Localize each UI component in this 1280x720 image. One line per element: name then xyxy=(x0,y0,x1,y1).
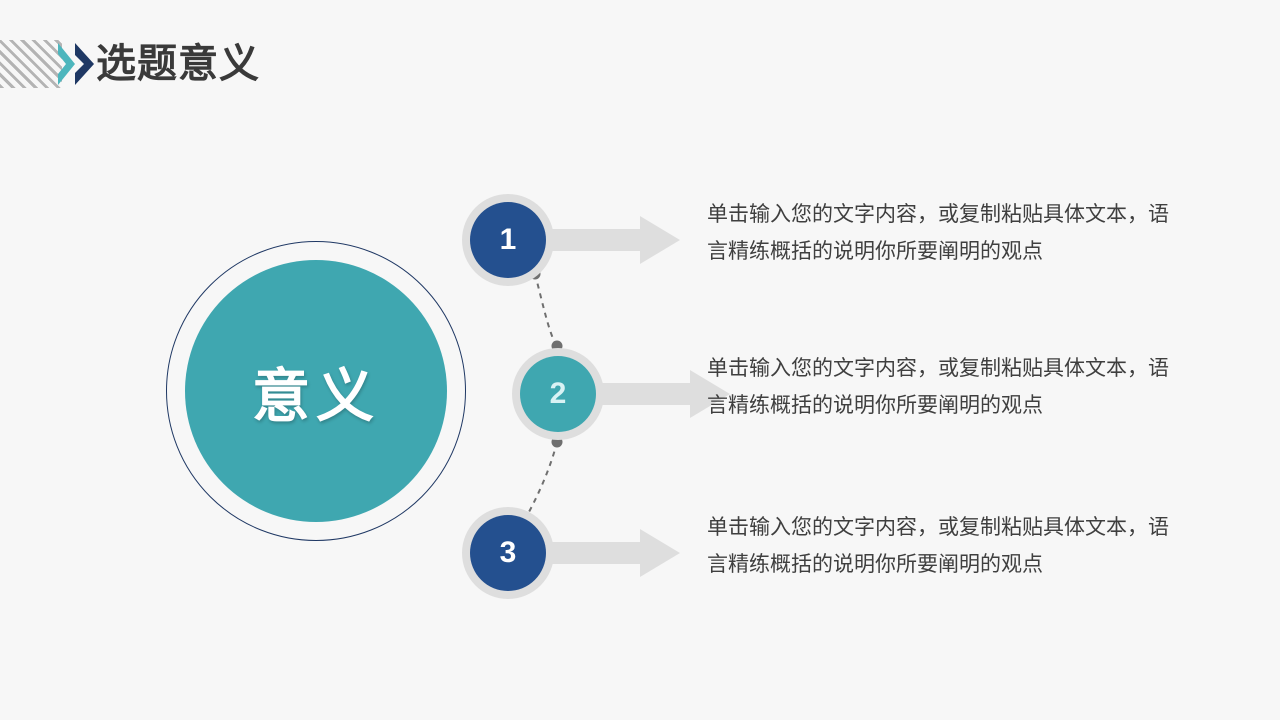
chevron-navy-icon xyxy=(72,40,94,88)
page-title: 选题意义 xyxy=(96,42,260,86)
badge-number-2: 2 xyxy=(520,356,596,432)
arrow-shape xyxy=(512,529,680,577)
row-text-2: 单击输入您的文字内容，或复制粘贴具体文本，语言精练概括的说明你所要阐明的观点 xyxy=(707,356,1169,417)
hero-label: 意义 xyxy=(251,364,380,429)
badge-1[interactable]: 1 xyxy=(462,194,554,286)
hero-circle: 意义 xyxy=(166,241,466,541)
badge-number-1: 1 xyxy=(470,202,546,278)
hero-outer-ring xyxy=(166,241,466,541)
hatch-stripes-icon xyxy=(0,40,62,88)
chevron-teal-icon xyxy=(56,40,78,88)
row-text-3: 单击输入您的文字内容，或复制粘贴具体文本，语言精练概括的说明你所要阐明的观点 xyxy=(707,515,1169,576)
arrow-shape xyxy=(562,370,730,418)
badge-number-3: 3 xyxy=(470,515,546,591)
badge-2[interactable]: 2 xyxy=(512,348,604,440)
row-text-1: 单击输入您的文字内容，或复制粘贴具体文本，语言精练概括的说明你所要阐明的观点 xyxy=(707,202,1169,263)
arrow-shape xyxy=(512,216,680,264)
slide-header: 选题意义 xyxy=(0,32,1280,96)
badge-3[interactable]: 3 xyxy=(462,507,554,599)
hero-disc: 意义 xyxy=(185,260,447,522)
